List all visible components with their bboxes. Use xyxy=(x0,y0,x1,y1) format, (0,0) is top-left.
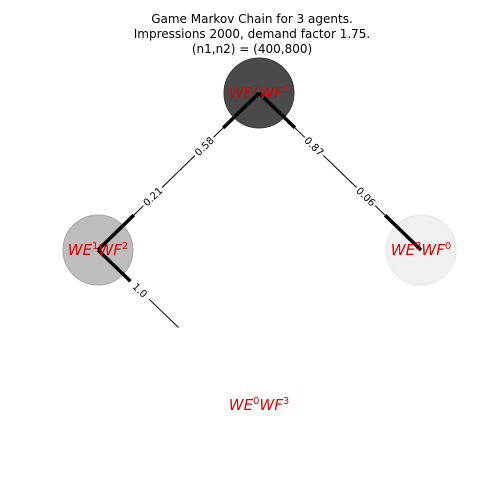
edge-head-1 xyxy=(96,213,136,252)
edge-label-bg xyxy=(125,276,155,305)
title-line-2: Impressions 2000, demand factor 1.75. xyxy=(133,27,371,41)
state-label-n30: WE3WF0 xyxy=(391,241,452,259)
edge-head-0 xyxy=(221,91,261,130)
state-label-n21: WE2WF1 xyxy=(229,84,290,102)
edge-label-bg xyxy=(190,132,219,161)
edge-head-2 xyxy=(257,91,297,130)
edge-head-4 xyxy=(96,248,136,286)
edge-label-bg xyxy=(138,182,167,211)
chart-title: Game Markov Chain for 3 agents. Impressi… xyxy=(0,12,504,57)
title-line-1: Game Markov Chain for 3 agents. xyxy=(151,12,353,26)
edge-label-bg xyxy=(299,132,329,161)
edge-label-bg xyxy=(351,182,381,211)
edge-head-3 xyxy=(383,213,423,252)
title-line-3: (n1,n2) = (400,800) xyxy=(191,42,313,56)
state-label-n03: WE0WF3 xyxy=(229,396,290,414)
state-label-n12: WE1WF2 xyxy=(68,241,129,259)
